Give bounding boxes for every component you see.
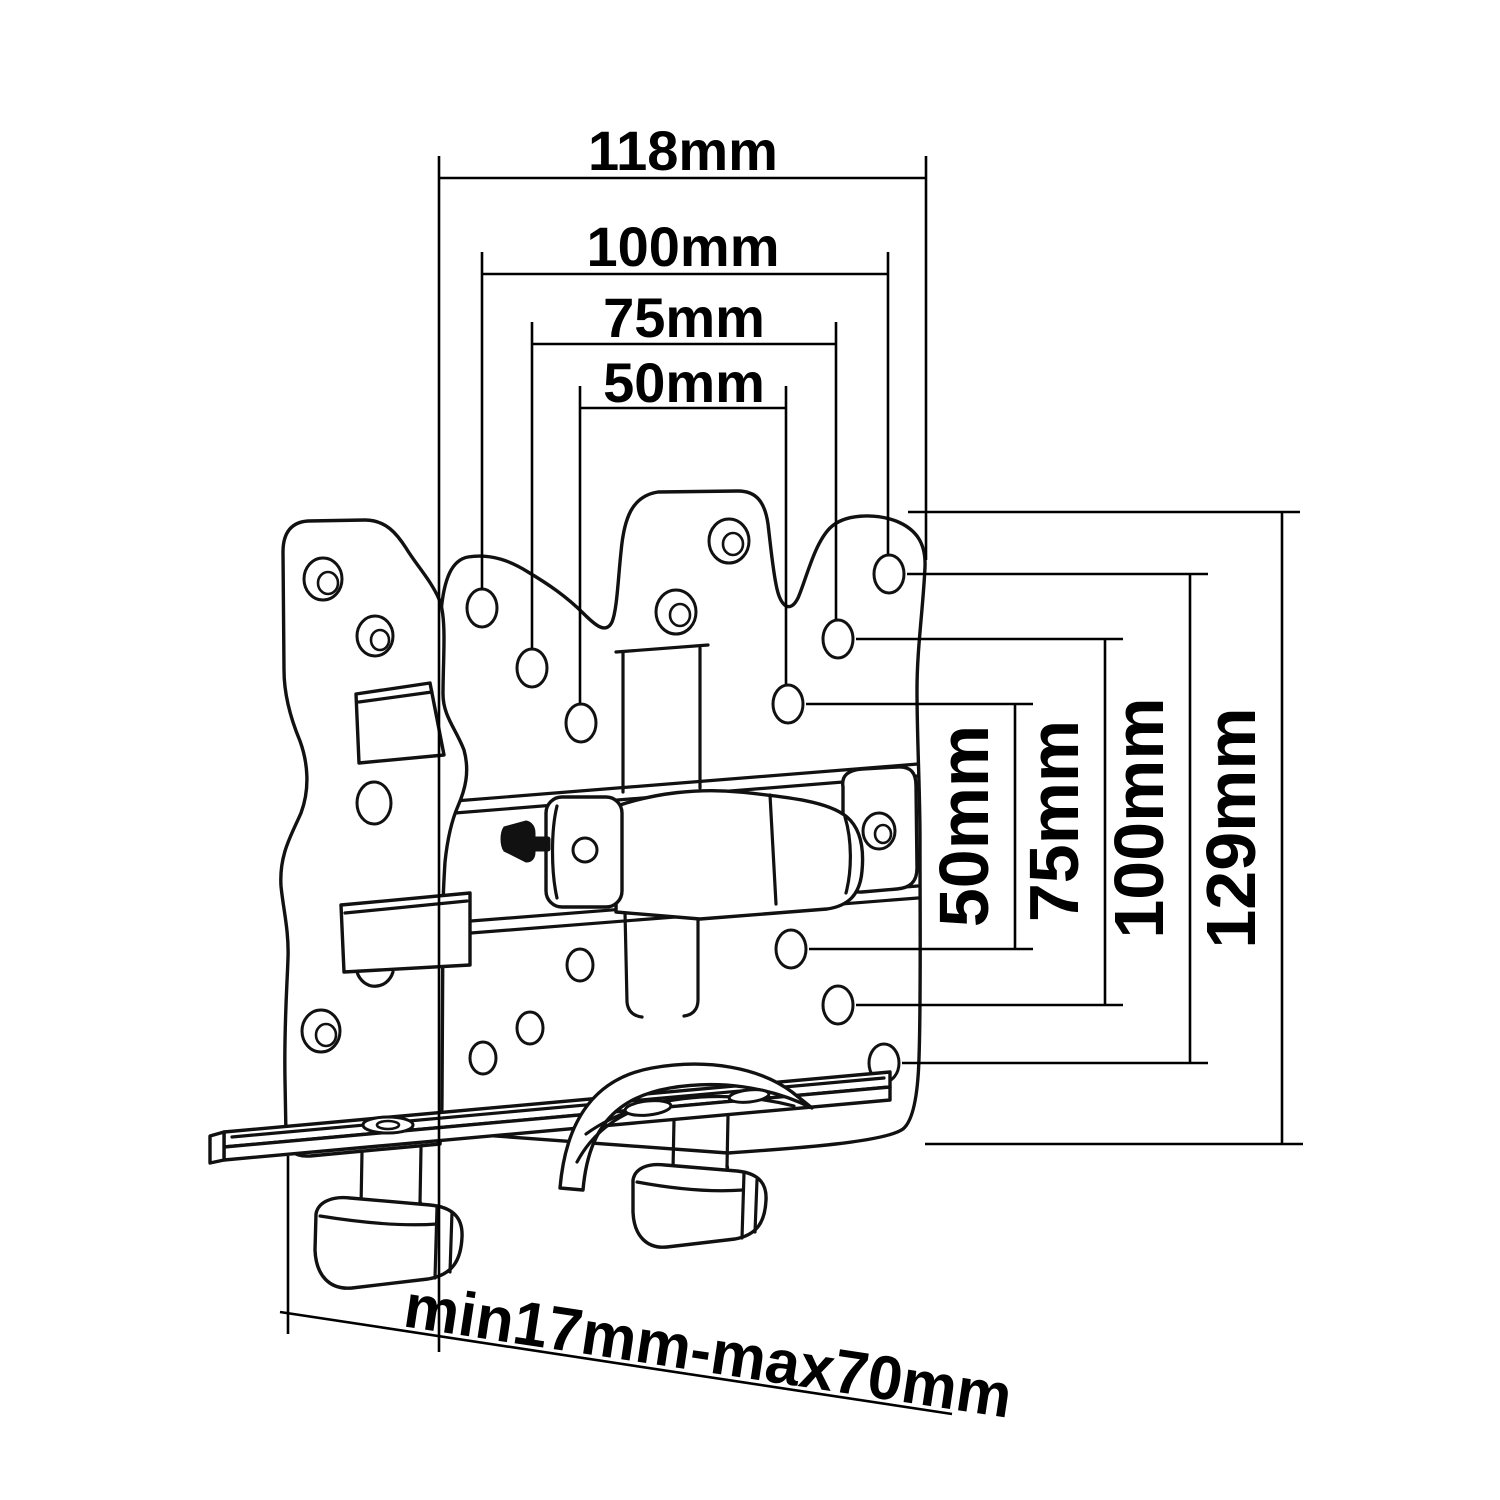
vesa-hole-outer — [302, 556, 344, 602]
vesa-hole — [821, 984, 855, 1026]
dim-label-75mm: 75mm — [603, 286, 765, 349]
dim-right-100: 100mm — [902, 572, 1208, 1065]
thumbscrew-knob-line — [740, 1171, 759, 1240]
small-hole — [468, 1040, 498, 1076]
clamp-band-fold — [768, 793, 778, 906]
front-plate-slot — [354, 681, 446, 765]
ear-hole-inner — [668, 602, 692, 628]
ear-fold-line — [614, 643, 710, 654]
dim-label-50mm-top: 50mm — [603, 351, 765, 414]
clamp-band-fold — [843, 815, 852, 895]
vesa-hole-inner — [314, 1022, 338, 1048]
base-plate-tip — [208, 1130, 226, 1165]
small-hole — [565, 947, 595, 983]
vesa-hole — [771, 683, 805, 725]
saddle — [558, 1062, 814, 1192]
clamp-rail-top — [453, 762, 920, 803]
front-plate-slot-edge — [343, 899, 469, 915]
dim-top-100: 100mm — [480, 215, 890, 589]
vesa-hole-outer — [355, 614, 395, 658]
clamp-tab-hole-inner — [873, 823, 893, 845]
thumbscrew-knob-line — [635, 1180, 745, 1193]
clamp-plate-edge — [550, 804, 559, 900]
front-plate-slot-edge — [357, 690, 434, 704]
thumbscrew-knob — [631, 1162, 768, 1249]
clamp-band — [614, 788, 865, 921]
dim-right-129: 129mm — [908, 510, 1303, 1146]
front-plate-slot — [339, 891, 472, 974]
clamp-screw-icon — [500, 820, 536, 863]
saddle-slot — [727, 1088, 771, 1104]
dim-top-118: 118mm — [437, 119, 928, 1352]
vesa-hole — [774, 928, 808, 970]
dim-label-118mm: 118mm — [588, 119, 778, 182]
dim-label-100mm: 100mm — [586, 215, 779, 278]
vesa-bracket-drawing — [208, 489, 927, 1290]
vesa-hole — [355, 780, 393, 826]
dim-label-100mm-right: 100mm — [1100, 697, 1178, 938]
dim-label-clamp-range: min17mm-max70mm — [400, 1272, 1017, 1432]
front-plate — [279, 518, 469, 1158]
dim-label-129mm: 129mm — [1192, 707, 1270, 948]
strap-edge — [623, 910, 644, 1019]
vesa-hole — [515, 647, 549, 689]
vesa-hole-inner — [369, 628, 391, 652]
half-hole — [355, 970, 395, 988]
vesa-hole-outer — [300, 1008, 342, 1054]
dim-label-75mm-right: 75mm — [1015, 720, 1093, 922]
thumbscrew-knob-line — [433, 1205, 454, 1280]
countersunk-hole-inner — [375, 1119, 401, 1131]
dim-right-50: 50mm — [806, 702, 1033, 951]
dim-label-50mm-right: 50mm — [925, 725, 1003, 927]
thumbscrew-knob-line — [318, 1214, 439, 1227]
vesa-hole — [465, 587, 499, 629]
dim-top-50: 50mm — [578, 351, 788, 703]
countersunk-hole — [361, 1115, 415, 1135]
dim-right-75: 75mm — [856, 637, 1123, 1007]
strap-edge — [682, 908, 700, 1018]
clamp-plate-hole — [571, 836, 599, 864]
vesa-hole — [872, 553, 906, 595]
thumbscrew-shaft — [671, 1114, 730, 1172]
vesa-hole — [821, 618, 855, 660]
small-hole — [515, 1010, 545, 1046]
clamp-tab-hole — [861, 811, 897, 851]
saddle-band-line — [575, 1095, 696, 1164]
ear-hole-inner — [721, 531, 745, 557]
vesa-hole — [564, 702, 598, 744]
clamp-screw-shaft — [532, 836, 551, 852]
saddle-slot — [623, 1099, 673, 1117]
dim-top-75: 75mm — [530, 286, 838, 648]
vesa-hole-inner — [316, 570, 340, 596]
